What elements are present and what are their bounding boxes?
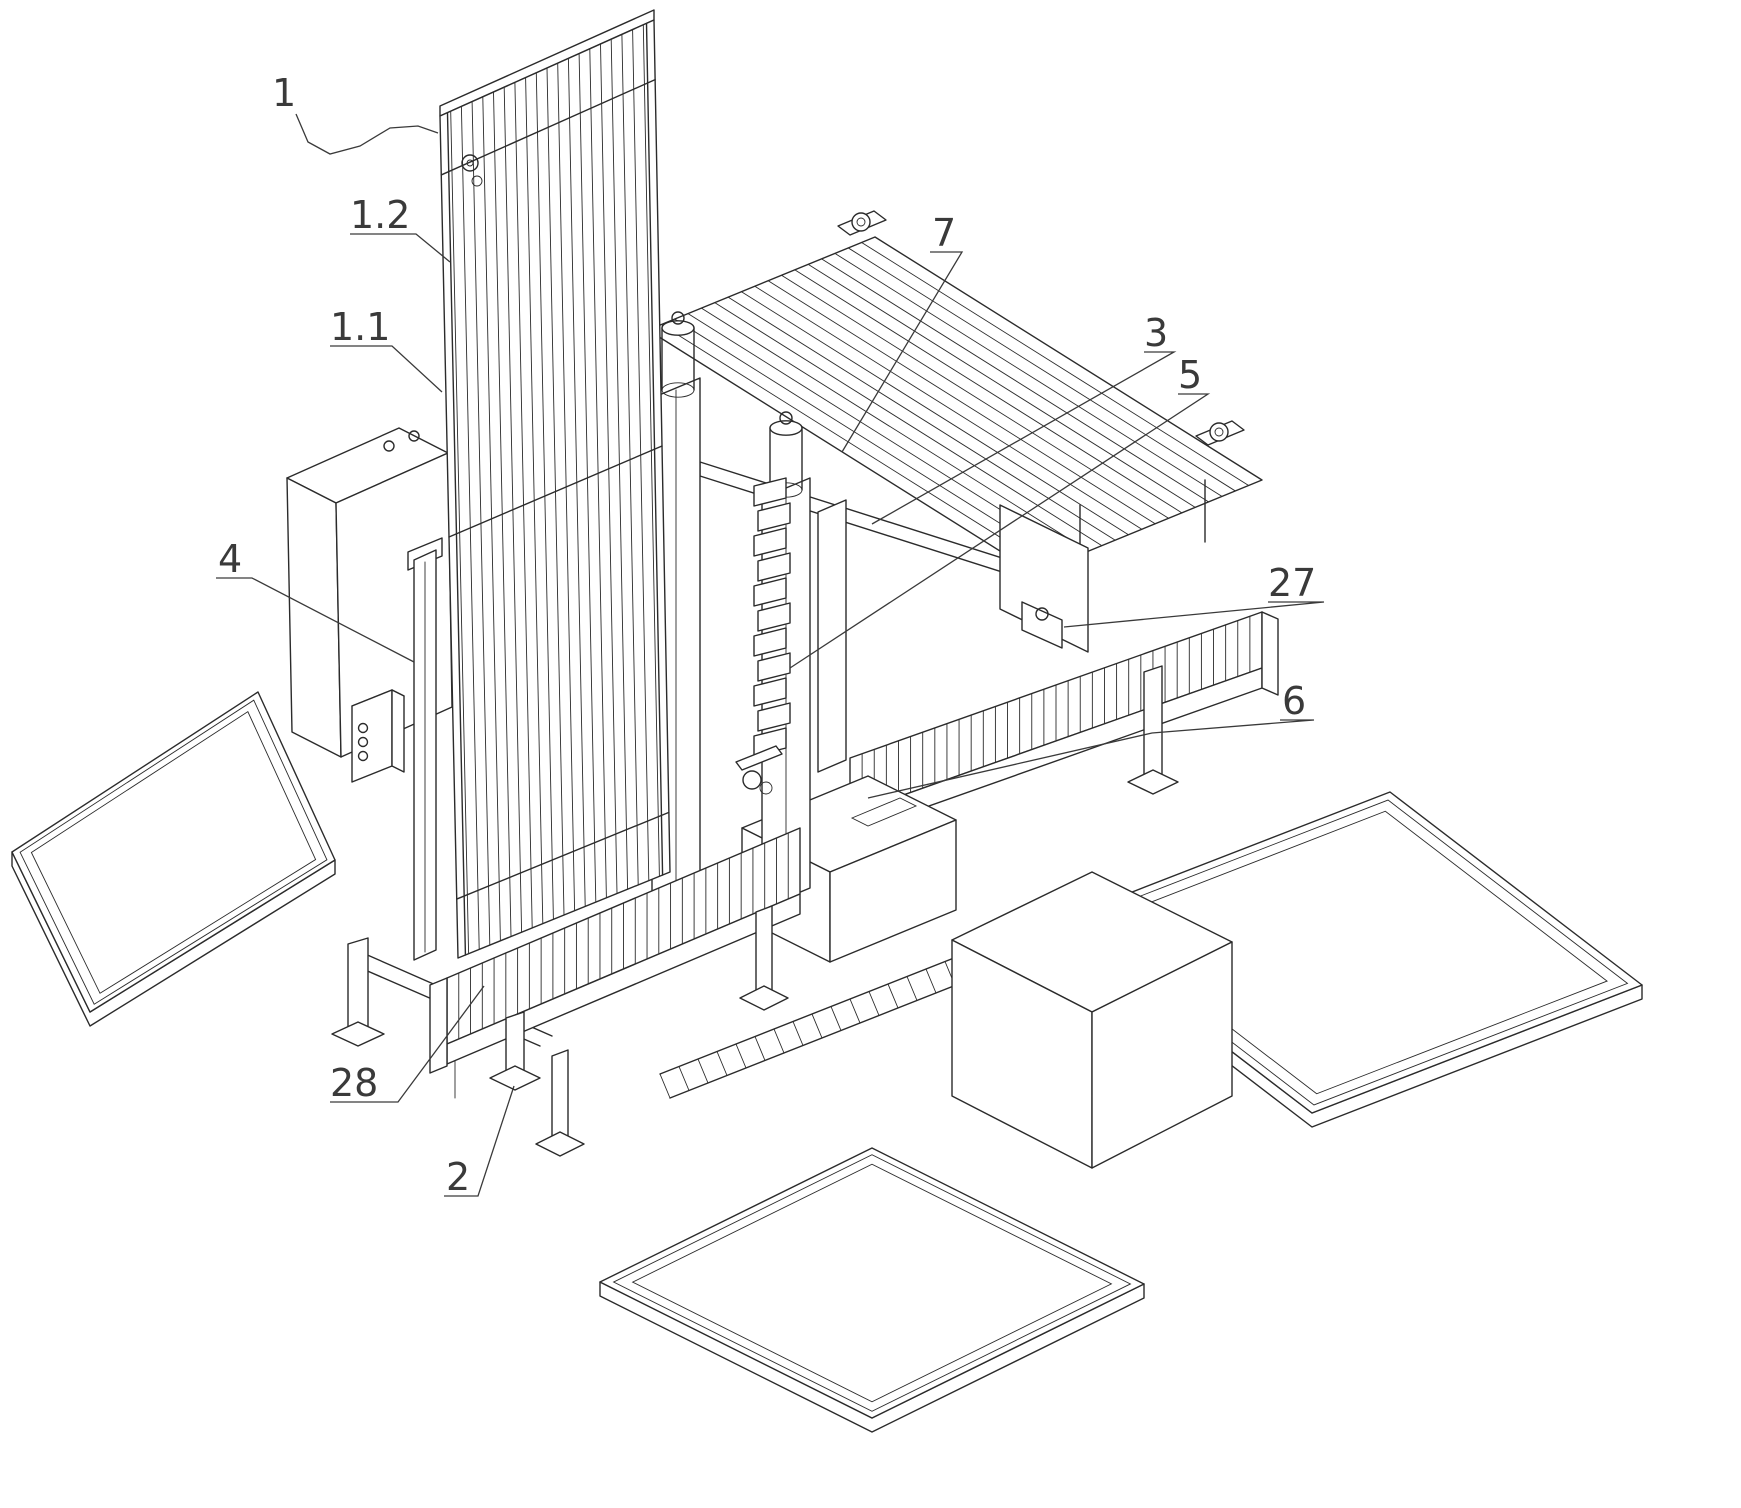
leader-line-4 [216, 577, 415, 663]
control-box [351, 689, 405, 783]
pallet-bottom [599, 1147, 1145, 1433]
part-label-27: 27 [1268, 561, 1316, 605]
leader-line-6 [867, 719, 1315, 799]
lift-mast [407, 537, 443, 961]
front-slat-conveyor [429, 827, 801, 1157]
part-label-2: 2 [446, 1155, 470, 1199]
part-label-28: 28 [330, 1061, 378, 1105]
carton-box [951, 871, 1233, 1169]
leader-line-1 [295, 113, 439, 155]
pallet-left [11, 691, 336, 1027]
part-label-1: 1 [272, 71, 296, 115]
leader-line-1-2 [350, 233, 451, 263]
part-label-3: 3 [1144, 311, 1168, 355]
side-panel [999, 504, 1089, 653]
leader-line-7 [841, 251, 964, 453]
leader-line-28 [330, 985, 485, 1103]
vertical-cable-chain [735, 477, 791, 795]
slat-curtain-unit [439, 9, 671, 959]
right-slat-conveyor [849, 611, 1279, 835]
part-label-4: 4 [218, 537, 242, 581]
part-label-7: 7 [932, 211, 956, 255]
part-label-6: 6 [1282, 679, 1306, 723]
part-label-1-1: 1.1 [330, 305, 390, 349]
part-label-1-2: 1.2 [350, 193, 410, 237]
leader-line-1-1 [330, 345, 443, 393]
part-labels: 1 1.2 1.1 4 7 3 5 27 6 28 2 [218, 71, 1316, 1199]
leader-line-27 [1063, 601, 1325, 628]
leader-lines [216, 113, 1325, 1197]
leader-line-2 [444, 1085, 515, 1197]
top-roller-conveyor [647, 210, 1263, 574]
gantry-column-right [817, 499, 847, 773]
leader-line-5 [789, 393, 1211, 669]
machine-line-art [11, 9, 1643, 1433]
part-label-5: 5 [1178, 353, 1202, 397]
leader-line-3 [871, 351, 1177, 525]
